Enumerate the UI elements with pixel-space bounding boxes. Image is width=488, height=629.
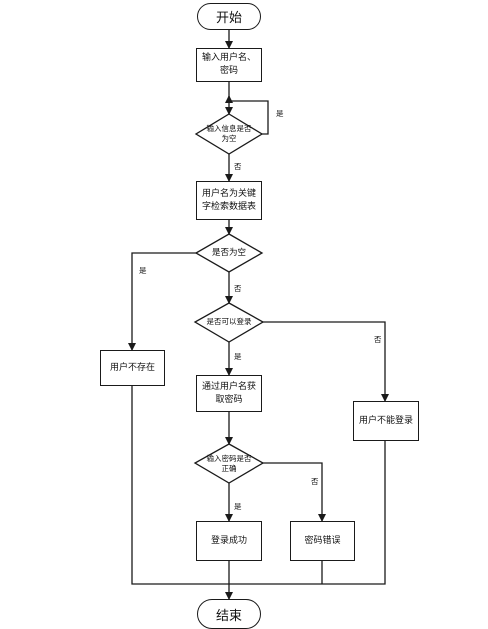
decision-can-login: 是否可以登录 (195, 316, 263, 328)
edge-notexist-merge (131, 386, 229, 585)
step-input-line2: 密码 (219, 66, 238, 76)
edge-label-d2-yes: 是 (139, 266, 147, 275)
edge-d3-no-cannotlogin (262, 321, 389, 402)
decision-result-empty: 是否为空 (196, 247, 262, 259)
step-wrong-label: 密码错误 (304, 535, 341, 546)
step-wrong-password: 密码错误 (290, 521, 355, 561)
decision-can-login-label: 是否可以登录 (206, 317, 252, 326)
end-node: 结束 (197, 599, 261, 629)
edge-cannotlogin-merge (229, 441, 386, 585)
edge-label-d1-no: 否 (234, 162, 242, 171)
step-user-not-exist: 用户不存在 (100, 350, 165, 386)
step-input-line1: 输入用户名、 (201, 53, 256, 63)
edge-d4-no-wrong (262, 462, 326, 522)
decision-input-empty-shape (194, 113, 264, 155)
edge-label-d1-yes: 是 (276, 109, 284, 118)
step-not-exist-label: 用户不存在 (109, 362, 155, 373)
edge-label-d2-no: 否 (234, 284, 242, 293)
edge-label-d4-yes: 是 (234, 502, 242, 511)
step-cannot-login: 用户不能登录 (353, 401, 419, 441)
step-search-line1: 用户名为关键 (201, 188, 256, 199)
decision-can-login-shape (193, 302, 265, 343)
step-search-line2: 字检索数据表 (201, 201, 256, 212)
step-success-label: 登录成功 (210, 535, 247, 546)
decision-result-empty-shape (194, 233, 264, 273)
decision-result-empty-label: 是否为空 (211, 248, 246, 258)
decision-pwd-correct-line1: 输入密码是否 (206, 454, 252, 463)
decision-pwd-correct-shape (193, 443, 265, 484)
edge-d2-yes-notexist (128, 252, 197, 351)
flowchart-canvas (128, 30, 389, 600)
edge-label-d3-no: 否 (374, 335, 382, 344)
step-login-success: 登录成功 (196, 521, 262, 561)
start-node: 开始 (197, 3, 261, 30)
step-input-credentials: 输入用户名、 密码 (196, 48, 262, 82)
end-label: 结束 (215, 609, 242, 624)
step-fetch-line2: 取密码 (215, 394, 243, 405)
step-fetch-password: 通过用户名获 取密码 (196, 375, 262, 412)
decision-pwd-correct: 输入密码是否 正确 (195, 452, 263, 476)
edge-label-d4-no: 否 (311, 477, 319, 486)
step-search-table: 用户名为关键 字检索数据表 (196, 181, 262, 220)
decision-pwd-correct-line2: 正确 (221, 464, 237, 473)
edge-label-d3-yes: 是 (234, 352, 242, 361)
decision-input-empty-line1: 输入信息是否 (206, 124, 252, 133)
start-label: 开始 (215, 11, 242, 26)
decision-input-empty-line2: 为空 (221, 134, 237, 143)
step-fetch-line1: 通过用户名获 (201, 381, 256, 392)
decision-input-empty: 输入信息是否 为空 (196, 122, 262, 146)
step-cannot-login-label: 用户不能登录 (358, 415, 413, 426)
